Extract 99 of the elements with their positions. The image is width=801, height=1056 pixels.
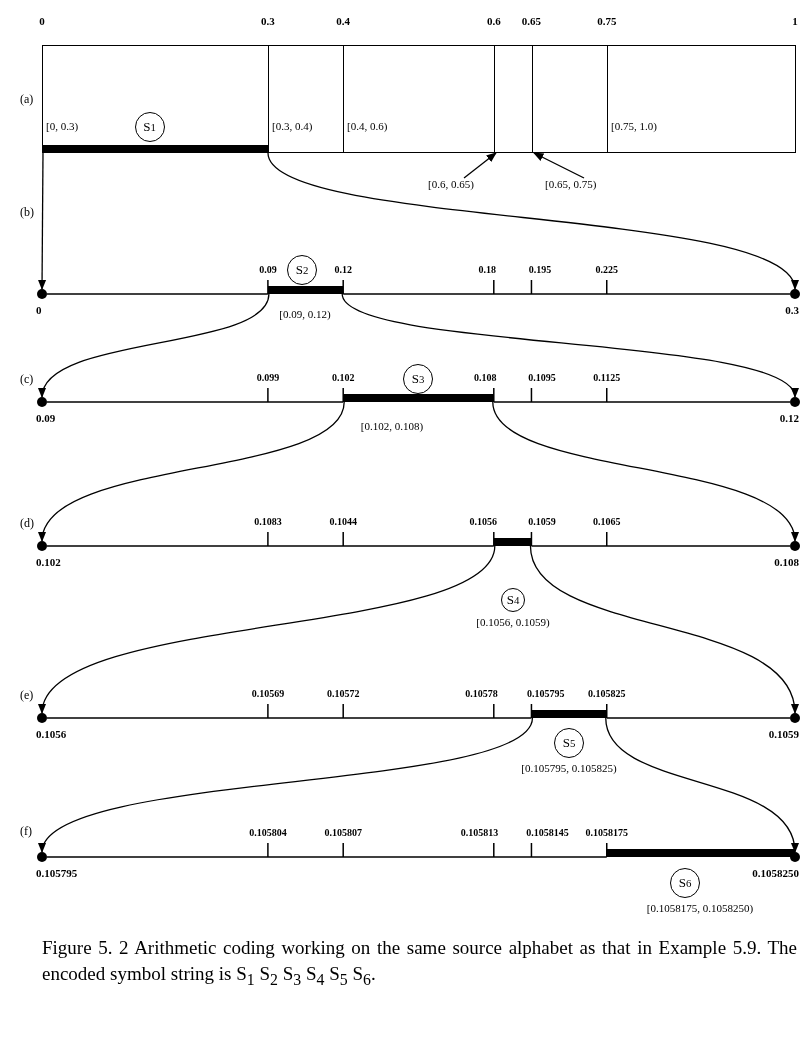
interval-bar (493, 538, 532, 546)
tick-label: 0.105795 (36, 867, 78, 879)
tick-label: 0.3 (785, 304, 799, 316)
tick-label: 0.1044 (329, 516, 357, 527)
tick-label: 0.1058175 (585, 827, 628, 838)
interval-cell (343, 45, 495, 153)
arrow (529, 545, 797, 714)
interval-cell (268, 45, 344, 153)
panel-label: (f) (20, 824, 32, 839)
tick-label: 0.099 (256, 372, 280, 383)
interval-label: [0.1058175, 0.1058250) (646, 902, 754, 914)
number-line-segment (46, 545, 495, 547)
tick-label: 0.1058145 (526, 827, 569, 838)
interval-label: [0.1056, 0.1059) (476, 616, 550, 628)
tick-label: 0.108 (474, 372, 497, 383)
tick-label: 0.12 (334, 264, 352, 275)
interval-bar (531, 710, 607, 718)
tick-label: 0.105825 (588, 688, 626, 699)
arrow (40, 293, 270, 398)
interval-cell (532, 45, 608, 153)
interval-label: [0.09, 0.12) (279, 308, 331, 320)
endpoint-dot (790, 289, 800, 299)
endpoint-dot (37, 289, 47, 299)
number-line-segment (606, 717, 791, 719)
endpoint-dot (37, 852, 47, 862)
arrow (605, 717, 798, 853)
tick-label: 0.1125 (593, 372, 621, 383)
endpoint-dot (37, 541, 47, 551)
tick-label: 0.10578 (465, 688, 498, 699)
tick-label: 0.1056 (36, 728, 67, 740)
tick-label: 0.09 (36, 412, 56, 424)
tick-label: 0.65 (521, 15, 542, 27)
figure-caption: Figure 5. 2 Arithmetic coding working on the same source alphabet as that in Example 5.9. The encoded symbol string is S$_{1}$ S$_{2}$ S$_{3}$ S$_{4}$ S$_{5}$ S$_{6}$. (42, 936, 797, 990)
arrow (492, 401, 797, 542)
tick-label: 0.105813 (460, 827, 499, 838)
tick-label: 0.1095 (528, 372, 556, 383)
arrow (533, 152, 585, 179)
interval-label: [0.6, 0.65) (428, 178, 474, 190)
arrow (463, 152, 497, 179)
interval-bar (41, 144, 269, 153)
tick-label: 0.225 (595, 264, 618, 275)
number-line-segment (530, 545, 791, 547)
tick-label: 0.3 (261, 15, 275, 27)
arrow (41, 545, 496, 714)
tick-label: 0 (36, 304, 42, 316)
interval-label: [0.65, 0.75) (545, 178, 597, 190)
arrow (341, 293, 796, 398)
interval-label: [0.102, 0.108) (360, 420, 424, 432)
number-line-segment (46, 717, 533, 719)
tick-label: 0.105807 (324, 827, 362, 838)
tick-label: 0.09 (259, 264, 277, 275)
tick-label: 0.18 (478, 264, 496, 275)
arrow (267, 152, 796, 290)
interval-bar (343, 394, 494, 402)
tick-label: 0 (39, 15, 45, 27)
interval-label: [0.75, 1.0) (611, 120, 657, 132)
interval-label: [0.105795, 0.105825) (521, 762, 617, 774)
tick-label: 0.10569 (251, 688, 285, 699)
interval-label: [0.4, 0.6) (347, 120, 388, 132)
tick-label: 1 (792, 15, 798, 27)
panel-label: (d) (20, 516, 34, 531)
endpoint-dot (790, 397, 800, 407)
tick-label: 0.1059 (528, 516, 556, 527)
arrow (37, 152, 47, 291)
number-line-segment (46, 293, 269, 295)
tick-label: 0.195 (528, 264, 552, 275)
panel-label: (c) (20, 372, 34, 387)
interval-bar (267, 286, 344, 294)
interval-label: [0, 0.3) (46, 120, 79, 132)
arrow (40, 401, 345, 542)
endpoint-dot (37, 397, 47, 407)
interval-bar (606, 849, 795, 857)
panel-label: (b) (20, 205, 34, 220)
panel-label: (e) (20, 688, 34, 703)
number-line-segment (46, 856, 608, 858)
tick-label: 0.75 (597, 15, 617, 27)
tick-label: 0.12 (779, 412, 799, 424)
tick-label: 0.102 (36, 556, 61, 568)
interval-label: [0.3, 0.4) (272, 120, 313, 132)
tick-label: 0.1058250 (752, 867, 799, 879)
number-line-segment (342, 293, 791, 295)
tick-label: 0.6 (486, 15, 501, 27)
endpoint-dot (790, 713, 800, 723)
endpoint-dot (37, 713, 47, 723)
arrow (41, 717, 534, 853)
panel-label: (a) (20, 92, 34, 107)
tick-label: 0.108 (774, 556, 799, 568)
tick-label: 0.1083 (254, 516, 282, 527)
endpoint-dot (790, 541, 800, 551)
interval-cell (494, 45, 533, 153)
number-line-segment (493, 401, 791, 403)
tick-label: 0.1065 (593, 516, 621, 527)
tick-label: 0.105804 (249, 827, 287, 838)
number-line-segment (46, 401, 344, 403)
tick-label: 0.10572 (326, 688, 360, 699)
interval-cell (42, 45, 269, 153)
tick-label: 0.1059 (768, 728, 799, 740)
tick-label: 0.4 (336, 15, 351, 27)
interval-cell (607, 45, 796, 153)
